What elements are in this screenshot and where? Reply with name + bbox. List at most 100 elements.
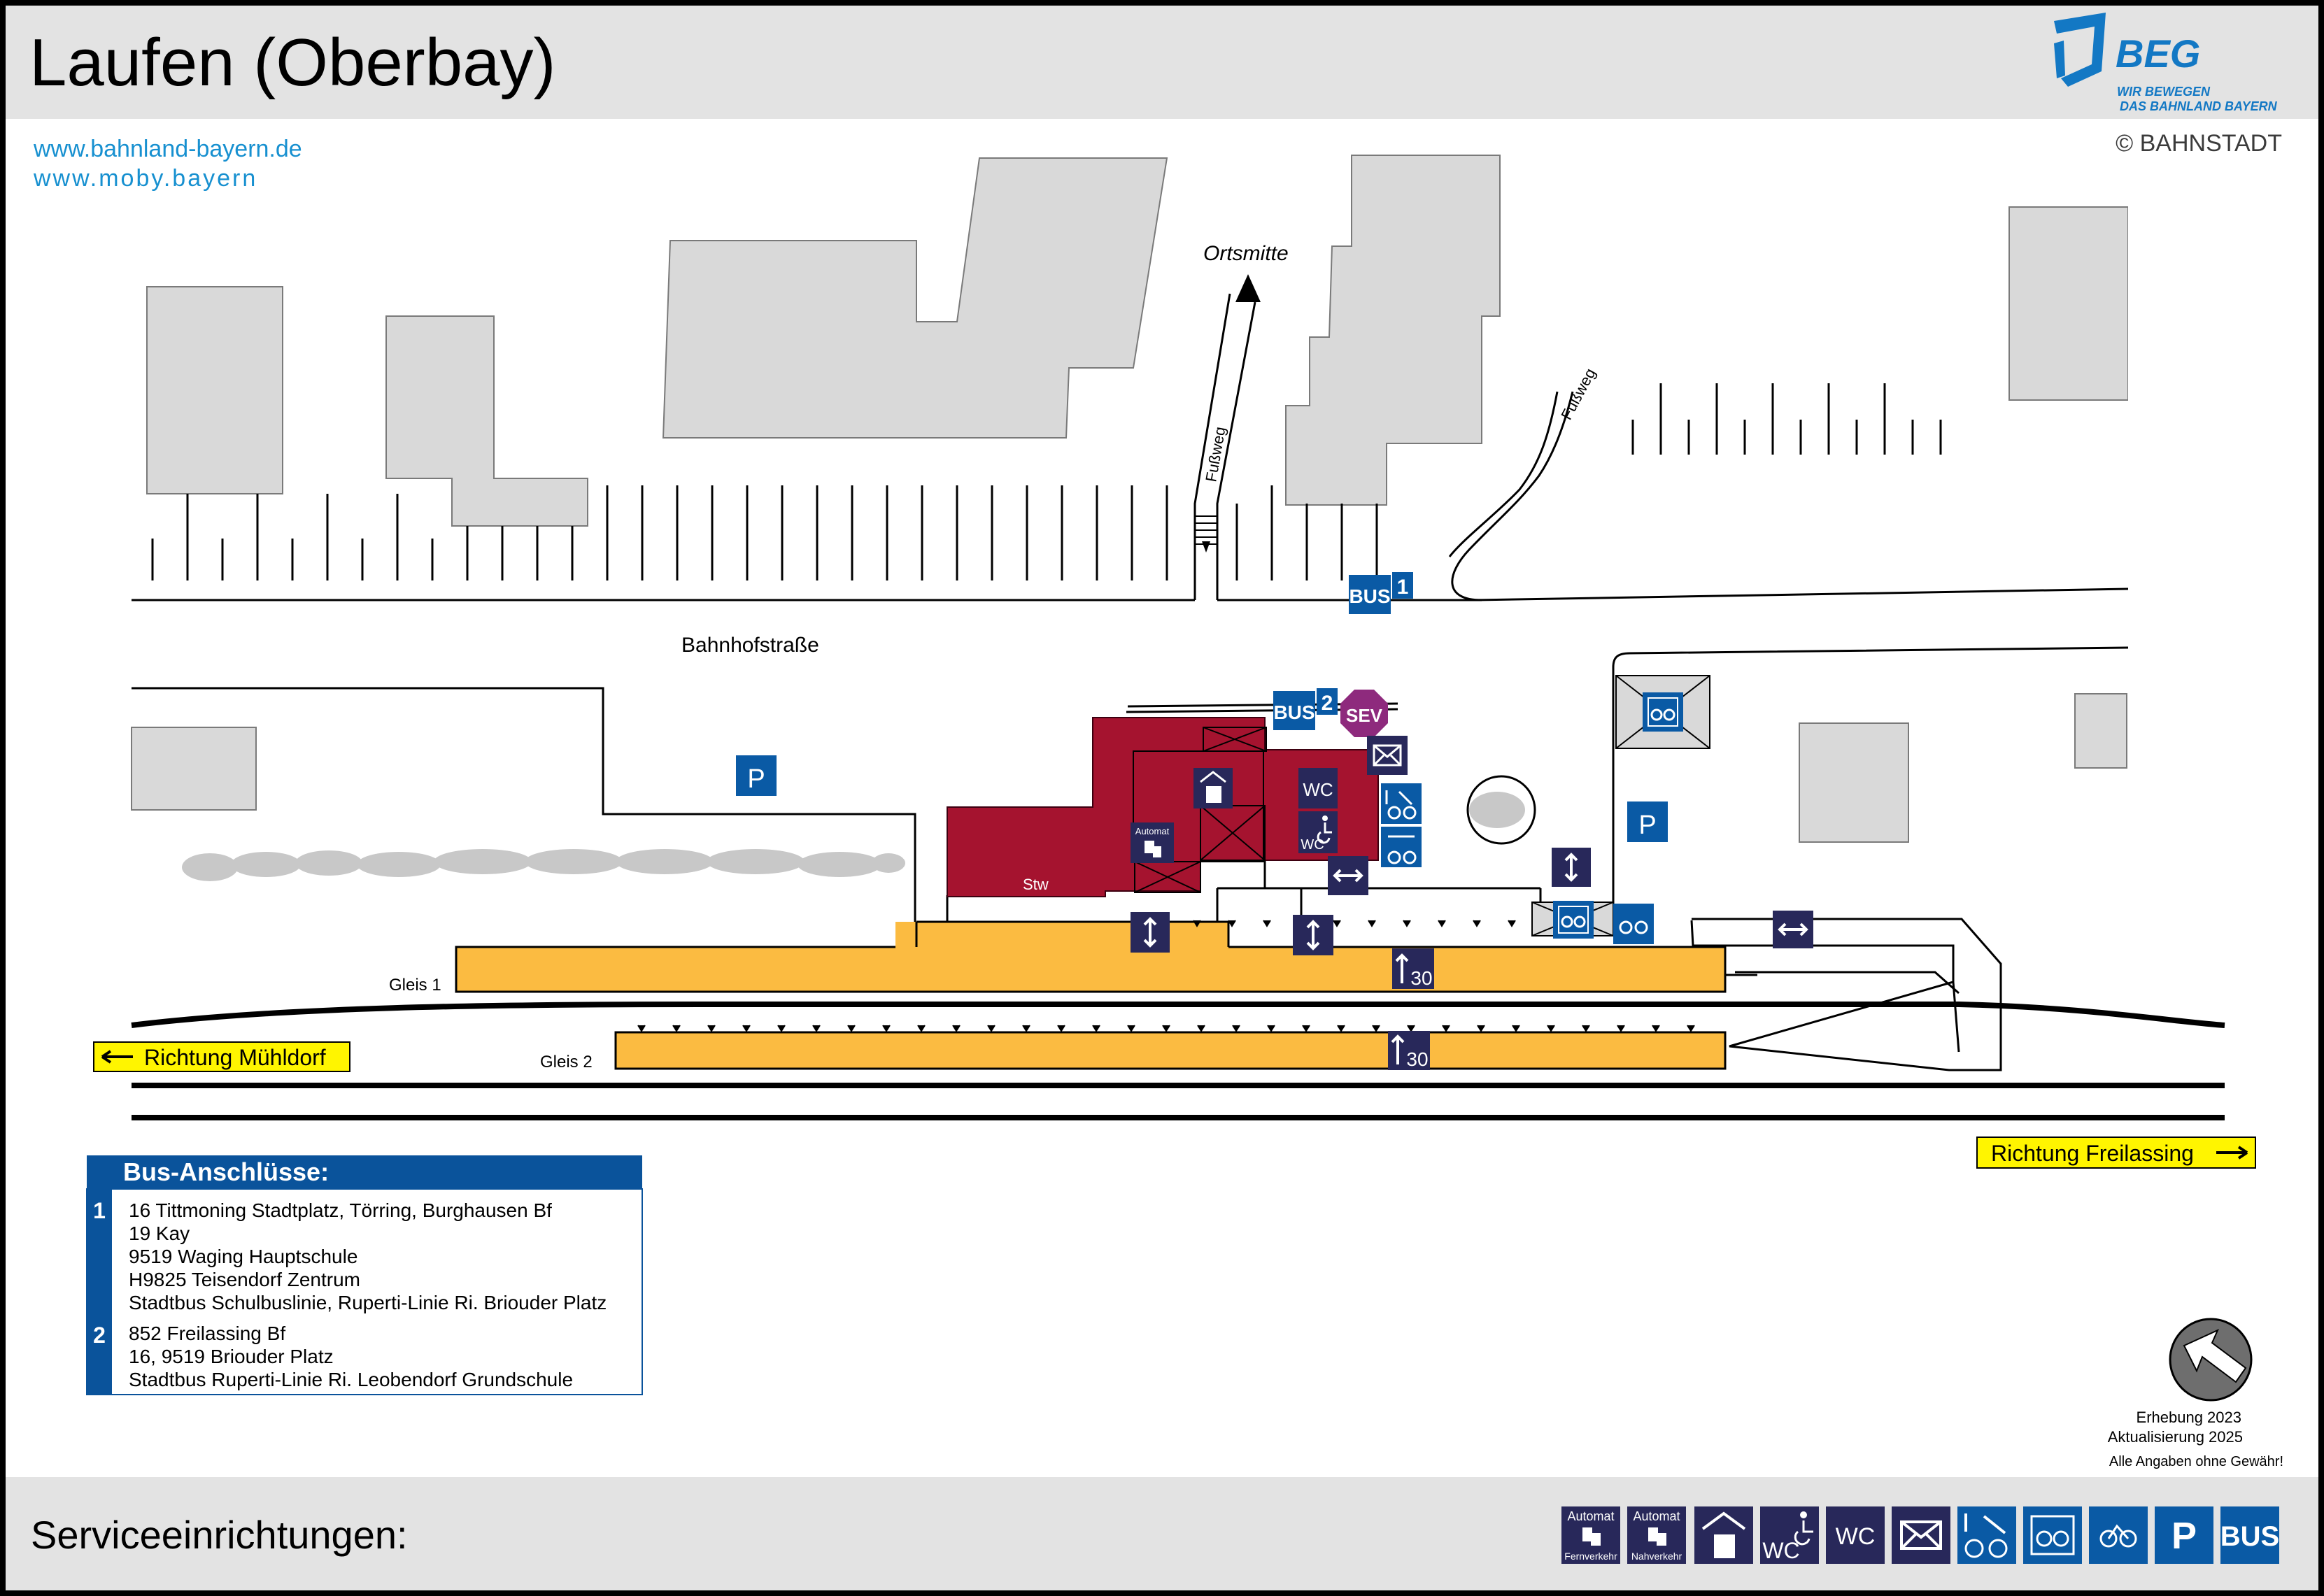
bus-line: 19 Kay — [129, 1223, 190, 1244]
bike-parking-icon[interactable] — [1613, 904, 1654, 944]
ticket-machine-icon[interactable]: Automat — [1131, 822, 1174, 863]
bike-locker-icon — [2023, 1506, 2082, 1564]
platform-2 — [614, 1031, 1727, 1070]
waiting-shelter-icon — [1694, 1506, 1753, 1564]
signal-box-label: Stw — [1023, 876, 1049, 893]
ticket-machine-regional-icon: Automat Nahverkehr — [1627, 1506, 1686, 1564]
ortsmitte-label: Ortsmitte — [1203, 242, 1289, 265]
logo-text: BEG — [2116, 31, 2200, 76]
header-bar — [6, 6, 2318, 119]
svg-text:Nahverkehr: Nahverkehr — [1631, 1551, 1682, 1562]
survey-update: Aktualisierung 2025 — [2108, 1428, 2243, 1446]
bus-line: 9519 Waging Hauptschule — [129, 1246, 357, 1267]
footer-title: Serviceeinrichtungen: — [31, 1513, 408, 1557]
bus-line: Stadtbus Ruperti-Linie Ri. Leobendorf Gr… — [129, 1369, 573, 1390]
bus-line: 16, 9519 Briouder Platz — [129, 1346, 334, 1367]
access-horizontal-icon[interactable] — [1328, 856, 1368, 895]
bike-repair-icon[interactable] — [1381, 783, 1422, 824]
access-horizontal-icon[interactable] — [1773, 911, 1813, 948]
arrow-left-icon — [101, 1050, 133, 1064]
buildings — [131, 155, 2129, 843]
beg-logo: BEG WIR BEWEGEN DAS BAHNLAND BAYERN — [2054, 13, 2278, 113]
svg-text:Automat: Automat — [1135, 826, 1170, 836]
compass-icon — [2169, 1318, 2253, 1402]
accessible-wc-icon: WC — [1760, 1506, 1819, 1564]
building — [2008, 206, 2129, 401]
parking-icon: P — [2155, 1506, 2213, 1564]
logo-tagline: WIR BEWEGEN — [2117, 85, 2211, 99]
access-vertical-icon[interactable] — [1293, 915, 1333, 955]
panel-header — [87, 1155, 642, 1189]
building — [2074, 693, 2127, 769]
stop-number: 2 — [93, 1323, 106, 1348]
parking-stalls-northeast — [1631, 383, 1942, 455]
svg-text:P: P — [2171, 1515, 2197, 1557]
bike-locker-icon[interactable] — [1643, 692, 1683, 732]
parking-icon[interactable]: P — [1627, 801, 1668, 842]
track-label-2: Gleis 2 — [540, 1053, 593, 1071]
bus-line: 16 Tittmoning Stadtplatz, Törring, Burgh… — [129, 1199, 552, 1221]
platform-1-access — [895, 922, 1228, 950]
bus-stop-2[interactable]: BUS 2 — [1273, 688, 1338, 730]
ticket-machine-long-distance-icon: Automat Fernverkehr — [1561, 1506, 1620, 1564]
svg-text:WC: WC — [1836, 1523, 1876, 1550]
footpath — [1448, 391, 1559, 557]
disclaimer: Alle Angaben ohne Gewähr! — [2109, 1454, 2283, 1469]
street-name: Bahnhofstraße — [681, 634, 819, 657]
copyright: © BAHNSTADT — [2116, 130, 2282, 157]
link-moby[interactable]: www.moby.bayern — [33, 165, 257, 192]
svg-text:Automat: Automat — [1567, 1509, 1614, 1523]
bus-icon: BUS — [2220, 1506, 2279, 1564]
platform-1 — [455, 946, 1727, 993]
accessible-wc-icon[interactable]: WC — [1298, 811, 1338, 853]
building — [131, 727, 257, 811]
survey-date: Erhebung 2023 — [2137, 1409, 2241, 1426]
platform-height-icon: 30 — [1388, 1031, 1430, 1070]
bus-stop-number: 2 — [1322, 692, 1333, 715]
direction-sign-east: Richtung Freilassing — [1976, 1137, 2256, 1169]
legend: Automat Fernverkehr Automat Nahverkehr W… — [1561, 1506, 2279, 1564]
bus-connections-panel: Bus-Anschlüsse: 1 2 16 Tittmoning Stadtp… — [86, 1155, 643, 1395]
svg-text:30: 30 — [1406, 1048, 1428, 1070]
svg-text:P: P — [747, 764, 765, 794]
svg-text:BUS: BUS — [2220, 1521, 2279, 1552]
access-vertical-icon[interactable] — [1552, 848, 1591, 887]
footpath-ortsmitte — [1193, 293, 1231, 600]
svg-text:30: 30 — [1410, 967, 1432, 989]
rail-replacement-bus-icon[interactable]: SEV — [1340, 690, 1388, 737]
svg-text:WC: WC — [1762, 1538, 1799, 1563]
parking-stalls-north — [151, 485, 1378, 580]
link-bahnland[interactable]: www.bahnland-bayern.de — [33, 136, 302, 162]
access-vertical-icon[interactable] — [1131, 912, 1170, 953]
tracks — [131, 1002, 2225, 1120]
stop-number: 1 — [93, 1198, 106, 1223]
wc-icon[interactable]: WC — [1298, 768, 1338, 808]
footpath — [1451, 391, 1574, 601]
building — [662, 157, 1168, 439]
mailbox-icon — [1892, 1506, 1950, 1564]
waiting-shelter-icon[interactable] — [1193, 768, 1233, 808]
bike-charging-icon[interactable] — [1381, 827, 1422, 867]
panel-title: Bus-Anschlüsse: — [123, 1157, 329, 1186]
map-edge — [2128, 203, 2135, 853]
direction-sign-west: Richtung Mühldorf — [93, 1041, 350, 1072]
platform-height-icon: 30 — [1392, 948, 1434, 989]
north-arrow-icon — [1235, 274, 1261, 302]
building — [1285, 155, 1501, 506]
svg-text:WC: WC — [1301, 837, 1324, 853]
bus-stop-number: 1 — [1397, 576, 1409, 599]
bus-icon: BUS — [1273, 701, 1315, 723]
track-1 — [131, 1002, 2225, 1028]
beg-logo-mark-icon — [2054, 13, 2106, 87]
bus-stop-1[interactable]: BUS 1 — [1349, 572, 1413, 614]
footpath-ortsmitte — [1216, 301, 1256, 600]
direction-label: Richtung Mühldorf — [144, 1045, 326, 1070]
svg-text:P: P — [1638, 811, 1656, 840]
station-title: Laufen (Oberbay) — [29, 25, 555, 100]
svg-text:SEV: SEV — [1346, 705, 1383, 726]
svg-text:Automat: Automat — [1633, 1509, 1680, 1523]
mailbox-icon[interactable] — [1367, 736, 1408, 775]
bike-locker-icon[interactable] — [1553, 901, 1594, 939]
parking-icon[interactable]: P — [736, 755, 777, 796]
